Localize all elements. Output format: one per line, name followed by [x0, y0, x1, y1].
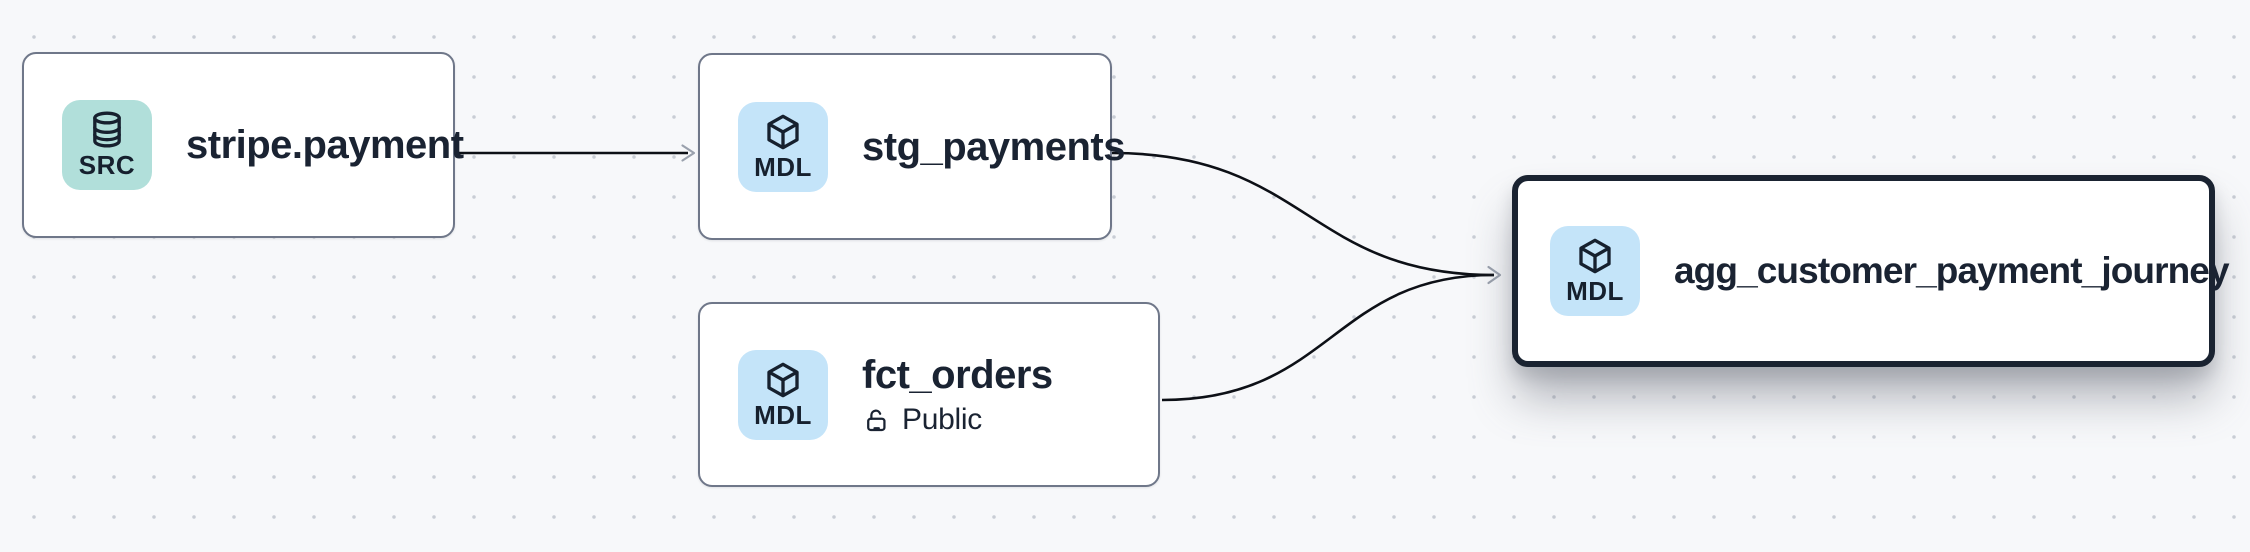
access-row: Public — [862, 403, 1053, 437]
access-label: Public — [902, 403, 982, 436]
node-title: stg_payments — [862, 124, 1125, 169]
unlock-icon — [867, 409, 886, 431]
model-badge: MDL — [738, 101, 828, 192]
node-agg-customer-payment-journey[interactable]: MDL agg_customer_payment_journey — [1512, 175, 2230, 367]
badge-label: MDL — [1566, 276, 1624, 307]
cube-icon — [767, 114, 799, 150]
badge-label: MDL — [754, 399, 812, 430]
cube-icon — [767, 362, 799, 398]
edge[interactable] — [1111, 151, 1495, 277]
badge-label: MDL — [754, 151, 812, 182]
node-title: stripe.payment — [186, 123, 464, 167]
arrowhead-icon — [681, 144, 696, 162]
model-badge: MDL — [1550, 226, 1640, 316]
cube-icon — [1579, 238, 1611, 274]
node-title: agg_customer_payment_journey — [1674, 249, 2230, 291]
node-fct-orders[interactable]: MDL fct_orders Public — [698, 302, 1160, 487]
arrowhead-icon — [1487, 265, 1502, 285]
edge[interactable] — [1161, 273, 1495, 402]
node-stripe-payment[interactable]: SRC stripe.payment — [22, 52, 464, 238]
badge-label: SRC — [78, 150, 136, 181]
node-text-block: fct_orders Public — [862, 352, 1053, 437]
source-badge: SRC — [62, 100, 152, 190]
node-title: fct_orders — [862, 353, 1053, 397]
node-stg-payments[interactable]: MDL stg_payments — [698, 53, 1125, 240]
model-badge: MDL — [738, 349, 828, 440]
database-icon — [93, 111, 121, 148]
